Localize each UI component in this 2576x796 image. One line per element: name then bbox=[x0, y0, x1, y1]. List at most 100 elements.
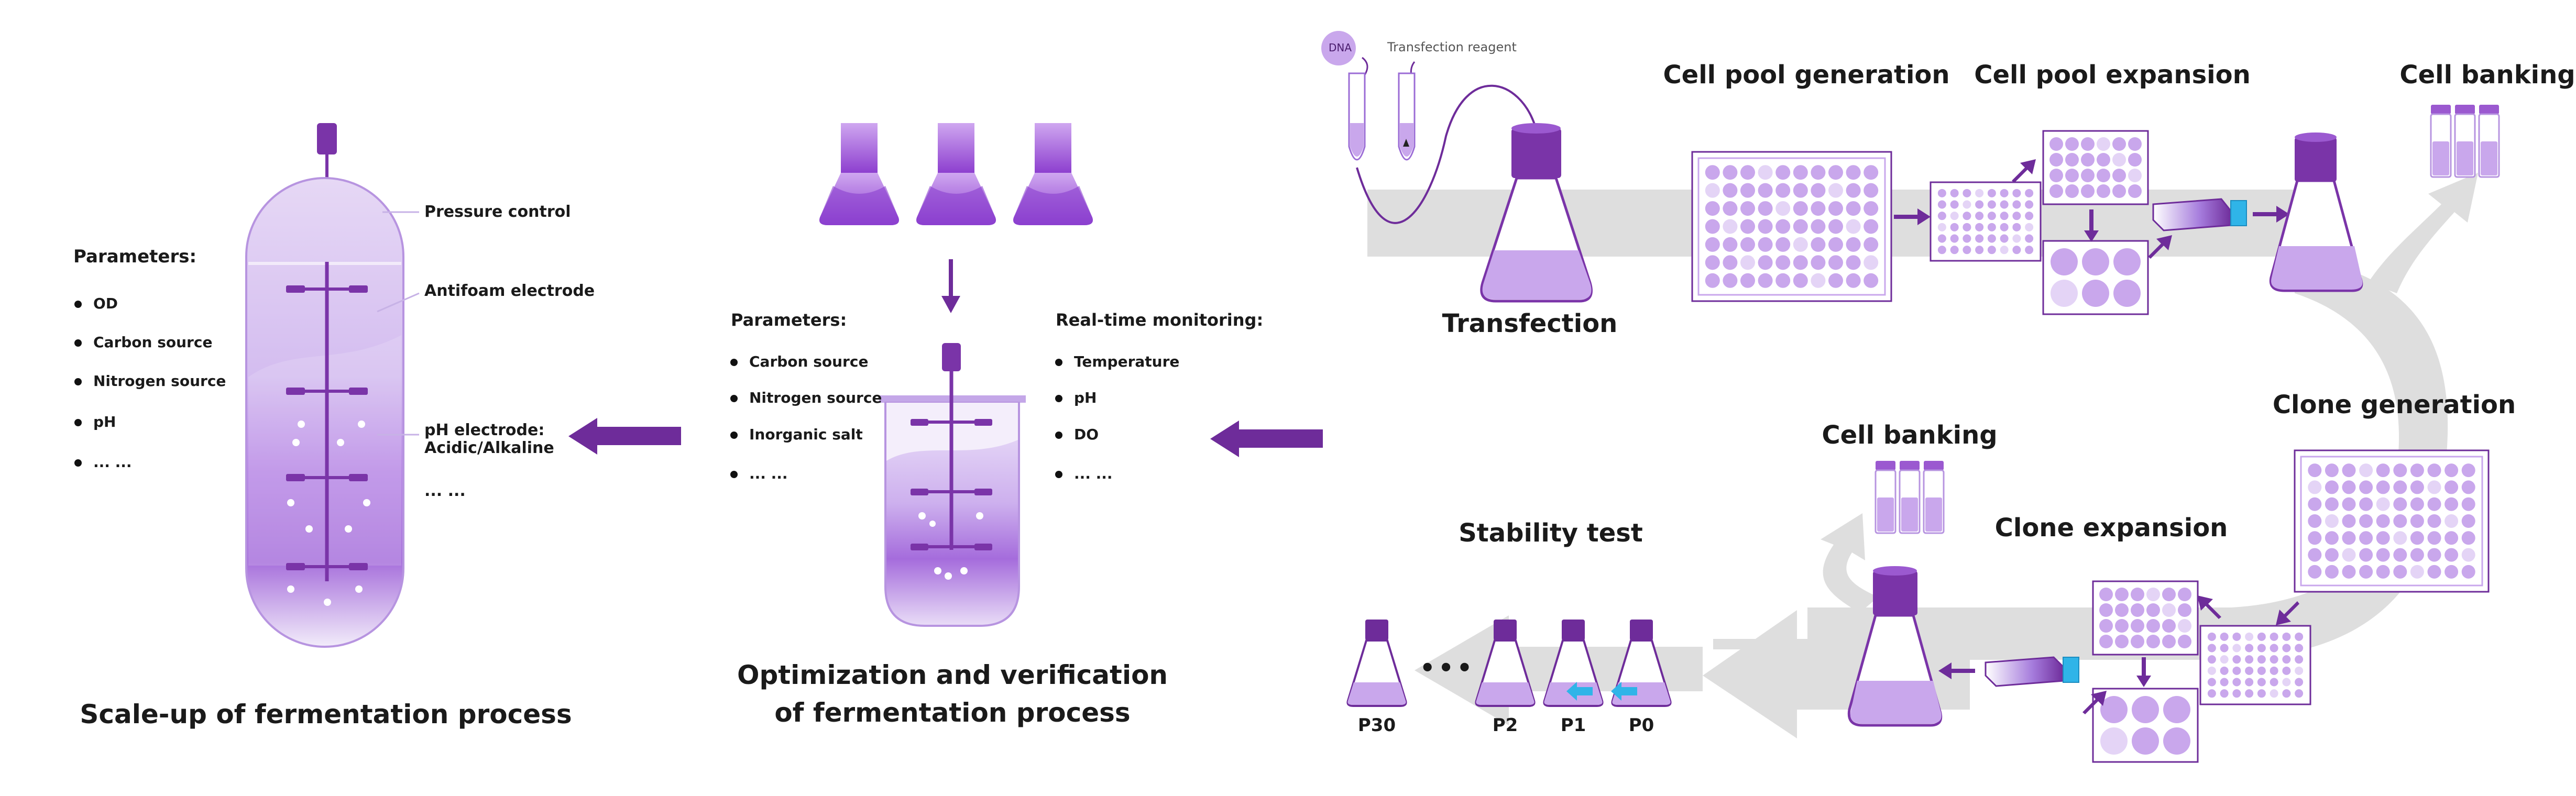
plate-well bbox=[2097, 137, 2110, 151]
plate-well bbox=[2359, 565, 2373, 579]
plate-well bbox=[1758, 237, 1773, 252]
plate-well bbox=[2325, 514, 2339, 528]
plate-well bbox=[1846, 219, 1861, 234]
title-transfection: Transfection bbox=[1442, 309, 1618, 338]
plate-well bbox=[2376, 531, 2390, 545]
plate-well bbox=[2099, 619, 2113, 633]
fermentation-tank bbox=[245, 123, 420, 648]
plate-well bbox=[2359, 514, 2373, 528]
plate-well bbox=[1740, 201, 1755, 216]
title-optimization-2: of fermentation process bbox=[774, 698, 1131, 728]
plate-well bbox=[2178, 588, 2191, 601]
plate-well bbox=[2393, 531, 2407, 545]
plate-well bbox=[2232, 689, 2241, 698]
plate-well bbox=[2270, 644, 2278, 653]
plate-well bbox=[1864, 237, 1879, 252]
plate-well bbox=[2376, 480, 2390, 494]
shake-flasks bbox=[819, 123, 1093, 225]
plate-well bbox=[2445, 548, 2459, 562]
dna-label: DNA bbox=[1329, 41, 1352, 54]
plate-well bbox=[2012, 189, 2021, 197]
plate-well bbox=[2012, 234, 2021, 243]
passage-p0: P0 bbox=[1628, 715, 1654, 736]
plate-well bbox=[2099, 588, 2113, 601]
plate-well bbox=[1846, 165, 1861, 180]
plate-well bbox=[1758, 219, 1773, 234]
plate-well bbox=[1811, 165, 1826, 180]
plate-well bbox=[2232, 632, 2241, 641]
title-scaleup: Scale-up of fermentation process bbox=[80, 699, 572, 729]
title-optimization-1: Optimization and verification bbox=[737, 660, 1168, 690]
plate-well bbox=[2325, 463, 2339, 478]
plate-well bbox=[1811, 273, 1826, 288]
plate-well bbox=[1793, 219, 1808, 234]
plate-well bbox=[2393, 497, 2407, 511]
plate-well bbox=[1740, 219, 1755, 234]
plate-well bbox=[2295, 632, 2304, 641]
plate-well bbox=[1723, 219, 1738, 234]
small-arrows-bottom bbox=[1938, 595, 2299, 714]
plate-well bbox=[2308, 531, 2322, 545]
plate-well bbox=[2065, 169, 2079, 182]
title-banking-bottom: Cell banking bbox=[1822, 421, 1998, 450]
plate-well bbox=[1963, 212, 1971, 220]
plate-well bbox=[1723, 201, 1738, 216]
plate-well bbox=[1758, 165, 1773, 180]
passage-ellipsis: ••• bbox=[1420, 654, 1476, 682]
monitor-title: Real-time monitoring: bbox=[1056, 310, 1264, 330]
plate-well bbox=[2000, 212, 2009, 220]
plate-well bbox=[2427, 548, 2441, 562]
plate-well bbox=[2410, 531, 2424, 545]
opt-param-carbon: Carbon source bbox=[730, 353, 869, 370]
plate-well bbox=[2445, 565, 2459, 579]
plate-well bbox=[1793, 183, 1808, 198]
plate-well bbox=[1975, 234, 1984, 243]
plate-well bbox=[2445, 514, 2459, 528]
plate-well bbox=[2359, 548, 2373, 562]
plate-well bbox=[1793, 237, 1808, 252]
plate-well bbox=[2100, 727, 2128, 755]
plate-well bbox=[2410, 548, 2424, 562]
passage-p2: P2 bbox=[1492, 715, 1518, 736]
clone-plate-96 bbox=[2294, 449, 2490, 593]
plate-well bbox=[1775, 237, 1791, 252]
plate-well bbox=[1740, 165, 1755, 180]
plate-well bbox=[2012, 212, 2021, 220]
plate-well bbox=[2132, 727, 2159, 755]
plate-well bbox=[2081, 153, 2095, 167]
plate-well bbox=[1828, 237, 1843, 252]
plate-well bbox=[2162, 588, 2176, 601]
plate-well bbox=[1775, 165, 1791, 180]
plate-well bbox=[2359, 497, 2373, 511]
plate-well bbox=[2113, 280, 2141, 307]
plate-well bbox=[1775, 219, 1791, 234]
plate-well bbox=[2342, 531, 2356, 545]
plate-well bbox=[2025, 223, 2034, 231]
plate-well bbox=[2325, 497, 2339, 511]
plate-well bbox=[2232, 666, 2241, 675]
plate-well bbox=[2099, 635, 2113, 648]
plate-well bbox=[2245, 644, 2254, 653]
plate-well bbox=[2308, 548, 2322, 562]
plate-well bbox=[2376, 463, 2390, 478]
cell-bank-tubes-top bbox=[2430, 105, 2500, 178]
plate-well bbox=[1793, 273, 1808, 288]
plate-well bbox=[1987, 212, 1996, 220]
plate-well bbox=[2097, 184, 2110, 198]
plate-well bbox=[1950, 200, 1959, 209]
plate-well bbox=[2025, 234, 2034, 243]
plate-well bbox=[2342, 514, 2356, 528]
plate-well bbox=[1864, 255, 1879, 270]
plate-well bbox=[2100, 696, 2128, 723]
plate-well bbox=[2000, 246, 2009, 255]
plate-well bbox=[1937, 234, 1946, 243]
plate-well bbox=[2128, 137, 2142, 151]
plate-well bbox=[2163, 727, 2190, 755]
arrow-left-1 bbox=[568, 418, 681, 455]
plate-well bbox=[2461, 463, 2475, 478]
plate-well bbox=[2012, 200, 2021, 209]
plate-well bbox=[2131, 619, 2144, 633]
plate-well bbox=[2245, 632, 2254, 641]
plate-well bbox=[2112, 169, 2126, 182]
plate-well bbox=[2270, 632, 2278, 641]
